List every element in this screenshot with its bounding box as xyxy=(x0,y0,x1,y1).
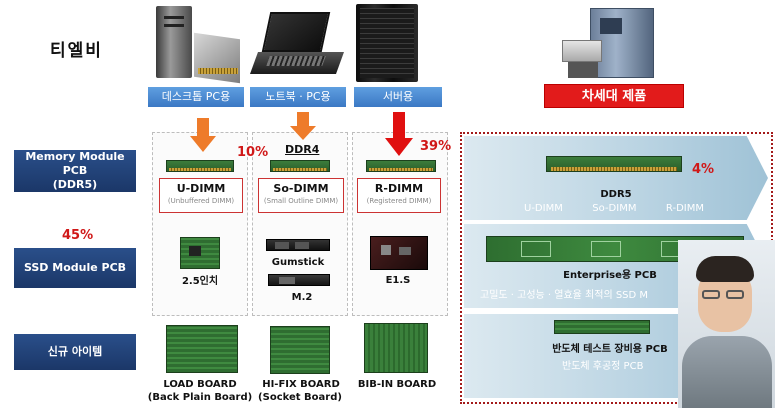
ddr5-type-sodimm: So-DIMM xyxy=(592,203,637,214)
company-name: 티엘비 xyxy=(50,41,103,61)
row-label-ssd-module: SSD Module PCB xyxy=(14,248,136,288)
ddr5-module-image xyxy=(546,156,682,172)
udimm-label-box: U-DIMM (Unbuffered DIMM) xyxy=(159,178,243,213)
test-equipment-photo xyxy=(560,4,664,82)
arrow-down-icon xyxy=(385,112,413,156)
percent-rdimm: 39% xyxy=(420,139,452,154)
ddr5-title: DDR5 xyxy=(600,189,632,200)
enterprise-pcb-desc: 고밀도 · 고성능 · 열효율 최적의 SSD M xyxy=(480,290,649,301)
percent-ddr5: 4% xyxy=(692,162,715,177)
row-label-memory-module: Memory Module PCB (DDR5) xyxy=(14,150,136,192)
udimm-title: U-DIMM xyxy=(176,182,226,195)
load-board-image xyxy=(166,325,238,373)
udimm-subtitle: (Unbuffered DIMM) xyxy=(167,197,235,205)
row-label-new-items: 신규 아이템 xyxy=(14,334,136,370)
next-gen-ddr5-band xyxy=(464,136,768,220)
enterprise-pcb-title: Enterprise용 PCB xyxy=(563,270,657,281)
sodimm-subtitle: (Small Outline DIMM) xyxy=(263,197,339,205)
semiconductor-pcb-title: 반도체 테스트 장비용 PCB xyxy=(552,344,668,355)
e1s-ssd-image xyxy=(370,236,428,270)
m2-ssd-image xyxy=(268,274,330,286)
rdimm-title: R-DIMM xyxy=(374,182,424,195)
tab-server: 서버용 xyxy=(354,87,442,107)
desktop-pc-photo xyxy=(150,6,242,84)
load-board-label: LOAD BOARD xyxy=(163,379,237,390)
arrow-down-icon xyxy=(290,112,316,140)
ddr5-type-rdimm: R-DIMM xyxy=(665,203,704,214)
sodimm-module-image xyxy=(270,160,330,172)
presenter-video xyxy=(678,240,775,408)
rdimm-label-box: R-DIMM (Registered DIMM) xyxy=(357,178,441,213)
e1s-label: E1.S xyxy=(385,275,411,286)
sodimm-title: So-DIMM xyxy=(273,182,329,195)
rdimm-module-image xyxy=(366,160,436,172)
semiconductor-pcb-desc: 반도체 후공정 PCB xyxy=(562,361,644,372)
server-rack-photo xyxy=(356,4,418,82)
ssd-2-5-inch-label: 2.5인치 xyxy=(181,276,219,287)
notebook-photo xyxy=(249,12,345,82)
udimm-module-image xyxy=(166,160,234,172)
ssd-2-5-inch-board-image xyxy=(180,237,220,269)
tab-notebook: 노트북 · PC용 xyxy=(250,87,346,107)
bib-in-board-label: BIB-IN BOARD xyxy=(357,379,437,390)
hifix-board-image xyxy=(270,326,330,374)
ddr5-type-udimm: U-DIMM xyxy=(524,203,563,214)
tab-desktop: 데스크톱 PC용 xyxy=(148,87,244,107)
bib-in-board-image xyxy=(364,323,428,373)
m2-label: M.2 xyxy=(291,292,313,303)
ddr5-type-list: U-DIMM So-DIMM R-DIMM xyxy=(524,203,704,214)
hifix-board-sublabel: (Socket Board) xyxy=(258,392,342,403)
semiconductor-test-pcb-image xyxy=(554,320,650,334)
percent-ssd: 45% xyxy=(62,228,94,243)
rdimm-subtitle: (Registered DIMM) xyxy=(366,197,432,205)
gumstick-label: Gumstick xyxy=(271,257,325,268)
load-board-sublabel: (Back Plain Board) xyxy=(147,392,253,403)
ddr4-label: DDR4 xyxy=(285,143,320,156)
hifix-board-label: HI-FIX BOARD xyxy=(262,379,340,390)
percent-udimm: 10% xyxy=(237,145,269,160)
gumstick-ssd-image xyxy=(266,239,330,251)
sodimm-label-box: So-DIMM (Small Outline DIMM) xyxy=(258,178,344,213)
arrow-down-icon xyxy=(190,118,216,152)
tab-next-gen: 차세대 제품 xyxy=(544,84,684,108)
